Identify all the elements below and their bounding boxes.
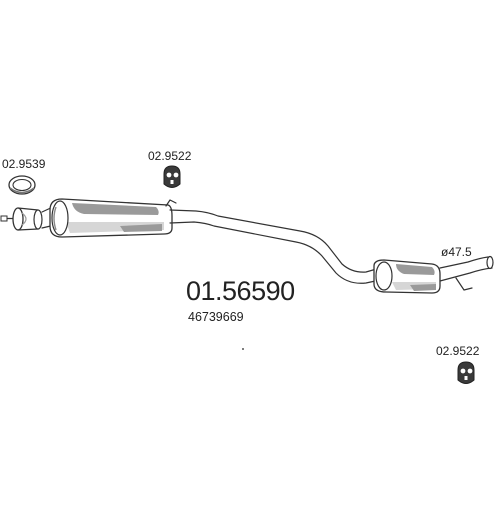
rubber-hanger-top	[163, 165, 181, 188]
hanger-right-code-label: 02.9522	[436, 344, 480, 358]
front-muffler	[49, 198, 173, 238]
diameter-label: ø47.5	[441, 245, 472, 259]
rear-muffler	[373, 259, 441, 294]
middle-pipe	[169, 209, 381, 284]
gasket-ring	[8, 175, 36, 195]
ring-code-label: 02.9539	[2, 157, 46, 171]
tail-pipe	[439, 255, 494, 291]
part-number: 01.56590	[186, 276, 295, 306]
oem-number: 46739669	[188, 310, 244, 324]
dot-mark	[242, 348, 244, 350]
inlet-flange	[0, 207, 43, 231]
rubber-hanger-right	[457, 361, 475, 384]
hanger-top-code-label: 02.9522	[148, 149, 192, 163]
